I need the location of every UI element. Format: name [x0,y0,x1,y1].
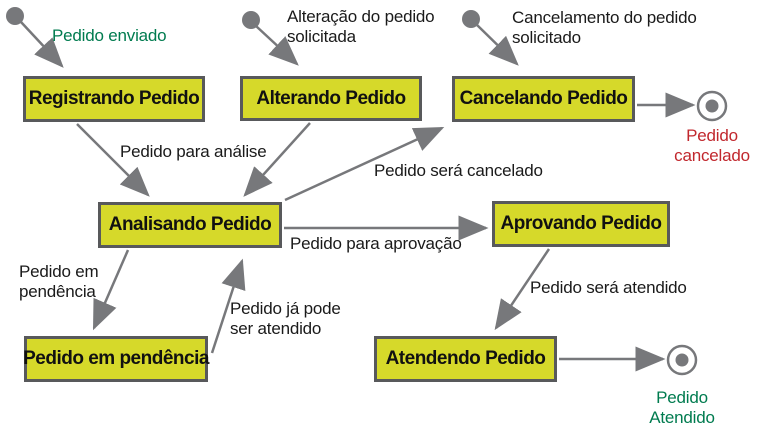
transition-label-sera-atendido: Pedido será atendido [530,278,687,297]
final-state-cancelado-icon [696,90,728,122]
event-label-cancelamento-line2: solicitado [512,28,581,47]
initial-state-dot-alteracao [242,11,260,29]
event-label-alteracao-line2: solicitada [287,27,356,46]
arrow-analisando-cancelando [284,126,445,202]
event-label-alteracao-line1: Alteração do pedido [287,7,435,26]
arrow-pendencia-analisando [210,258,246,354]
initial-state-dot-enviado [6,7,24,25]
transition-label-em-pendencia-line2: pendência [19,282,96,301]
transition-label-para-aprovacao: Pedido para aprovação [290,234,462,253]
arrow-initial-alterando [255,25,299,66]
state-alterando-pedido: Alterando Pedido [240,76,422,121]
state-pedido-em-pendencia: Pedido em pendência [23,336,209,382]
arrow-alterando-analisando [243,122,311,197]
final-state-label-atendido-line1: Pedido [656,388,708,407]
state-analisando-pedido: Analisando Pedido [98,202,282,248]
transition-label-em-pendencia: Pedido em pendência [19,262,99,302]
arrow-aprovando-atendendo [494,248,551,331]
transition-label-ja-pode: Pedido já pode ser atendido [230,299,341,339]
transition-label-em-pendencia-line1: Pedido em [19,262,99,281]
final-state-label-atendido-line2: Atendido [649,408,715,427]
event-label-pedido-enviado: Pedido enviado [52,26,167,45]
final-state-label-cancelado-line1: Pedido [686,126,738,145]
arrow-registrando-analisando [76,123,150,197]
final-state-label-atendido: Pedido Atendido [617,388,747,428]
state-aprovando-pedido: Aprovando Pedido [492,201,670,247]
state-cancelando-pedido: Cancelando Pedido [452,76,635,122]
transition-label-sera-cancelado: Pedido será cancelado [374,161,543,180]
arrow-initial-registrando [20,21,64,68]
final-state-label-cancelado: Pedido cancelado [647,126,759,166]
event-label-alteracao: Alteração do pedido solicitada [287,7,435,47]
state-atendendo-pedido: Atendendo Pedido [374,336,557,382]
arrow-analisando-pendencia [92,249,130,331]
event-label-cancelamento-line1: Cancelamento do pedido [512,8,697,27]
initial-state-dot-cancelamento [462,10,480,28]
final-state-label-cancelado-line2: cancelado [674,146,750,165]
arrow-initial-cancelando [475,23,519,66]
transition-label-ja-pode-line2: ser atendido [230,319,322,338]
transition-label-ja-pode-line1: Pedido já pode [230,299,341,318]
final-state-atendido-icon [666,344,698,376]
transition-label-para-analise: Pedido para análise [120,142,267,161]
state-registrando-pedido: Registrando Pedido [23,76,205,122]
event-label-cancelamento: Cancelamento do pedido solicitado [512,8,697,48]
